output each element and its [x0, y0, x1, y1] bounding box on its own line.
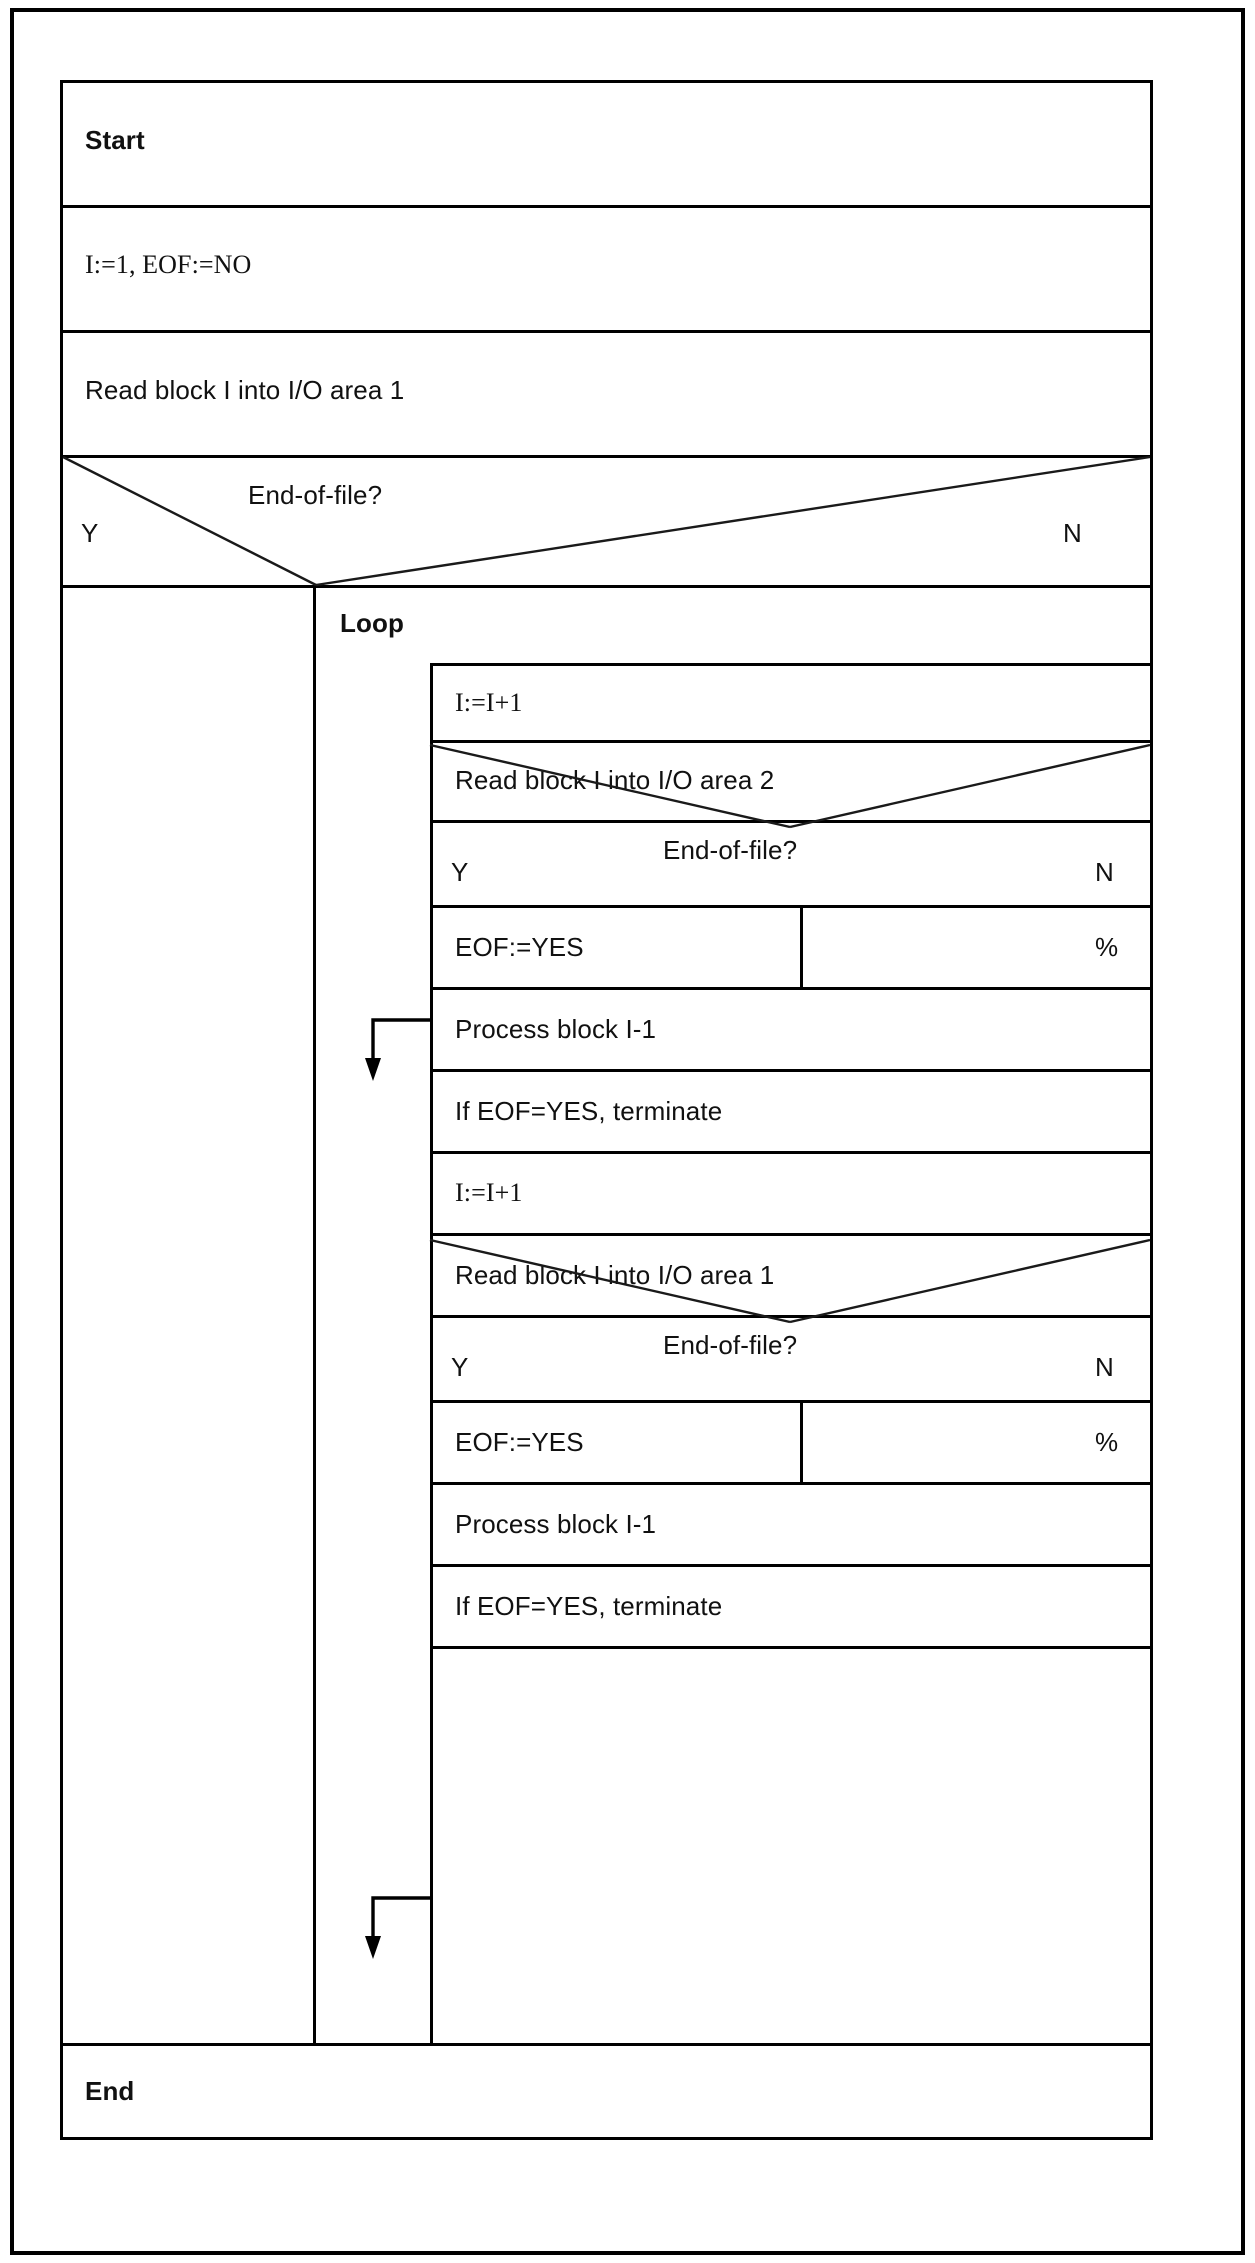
block-init-label: I:=1, EOF:=NO — [85, 250, 252, 279]
loop-body: I:=I+1 Read block I into I/O area 2 End-… — [430, 663, 1153, 2043]
decision-eof-inner-2-label: End-of-file? — [663, 1330, 798, 1360]
block-eof-assign-2-label: EOF:=YES — [455, 1427, 584, 1457]
decision-eof-inner-1-yes-label: Y — [451, 857, 469, 887]
block-empty-2: % — [803, 1403, 1153, 1485]
block-terminate-1: If EOF=YES, terminate — [433, 1072, 1153, 1154]
block-read-area1-first: Read block I into I/O area 1 — [63, 333, 1150, 458]
block-terminate-1-label: If EOF=YES, terminate — [455, 1096, 723, 1126]
block-empty-2-label: % — [1095, 1427, 1119, 1457]
block-eof-assign-1-label: EOF:=YES — [455, 932, 584, 962]
decision-eof-outer: End-of-file? Y N — [63, 458, 1150, 588]
block-process-1: Process block I-1 — [433, 990, 1153, 1072]
block-read-area2: Read block I into I/O area 2 — [433, 743, 1153, 823]
loop-label: Loop — [340, 608, 404, 638]
decision-eof-outer-label: End-of-file? — [248, 480, 383, 510]
decision-eof-inner-1-label: End-of-file? — [663, 835, 798, 865]
block-eof-assign-2: EOF:=YES — [433, 1403, 803, 1485]
block-read-area1-first-label: Read block I into I/O area 1 — [85, 375, 405, 405]
block-increment-1: I:=I+1 — [433, 663, 1153, 743]
block-increment-2: I:=I+1 — [433, 1154, 1153, 1236]
block-start-label: Start — [85, 125, 145, 155]
loop-container: Loop — [316, 588, 1150, 2043]
decision-eof-outer-no-label: N — [1063, 518, 1082, 548]
block-process-1-label: Process block I-1 — [455, 1014, 657, 1044]
block-process-2: Process block I-1 — [433, 1485, 1153, 1567]
block-terminate-2-label: If EOF=YES, terminate — [455, 1591, 723, 1621]
block-increment-2-label: I:=I+1 — [455, 1178, 523, 1207]
decision-eof-inner-2-yes-label: Y — [451, 1352, 469, 1382]
decision-eof-inner-1-no-label: N — [1095, 857, 1114, 887]
block-terminate-2: If EOF=YES, terminate — [433, 1567, 1153, 1649]
block-empty-1: % — [803, 908, 1153, 990]
nassi-shneiderman-diagram: Start I:=1, EOF:=NO Read block I into I/… — [60, 80, 1153, 2140]
branch-yes-column — [63, 588, 316, 2043]
block-read-area2-label: Read block I into I/O area 2 — [455, 765, 775, 795]
decision-eof-inner-2-no-label: N — [1095, 1352, 1114, 1382]
block-empty-1-label: % — [1095, 932, 1119, 962]
decision-eof-inner-1: End-of-file? Y N — [433, 823, 1153, 908]
block-read-area1-second-label: Read block I into I/O area 1 — [455, 1260, 775, 1290]
block-read-area1-second: Read block I into I/O area 1 — [433, 1236, 1153, 1318]
block-start: Start — [63, 83, 1150, 208]
block-end: End — [63, 2043, 1150, 2140]
block-increment-1-label: I:=I+1 — [455, 688, 523, 717]
decision-eof-inner-2: End-of-file? Y N — [433, 1318, 1153, 1403]
block-eof-assign-1: EOF:=YES — [433, 908, 803, 990]
decision-eof-outer-yes-label: Y — [81, 518, 99, 548]
block-init: I:=1, EOF:=NO — [63, 208, 1150, 333]
block-process-2-label: Process block I-1 — [455, 1509, 657, 1539]
block-end-label: End — [85, 2076, 135, 2106]
